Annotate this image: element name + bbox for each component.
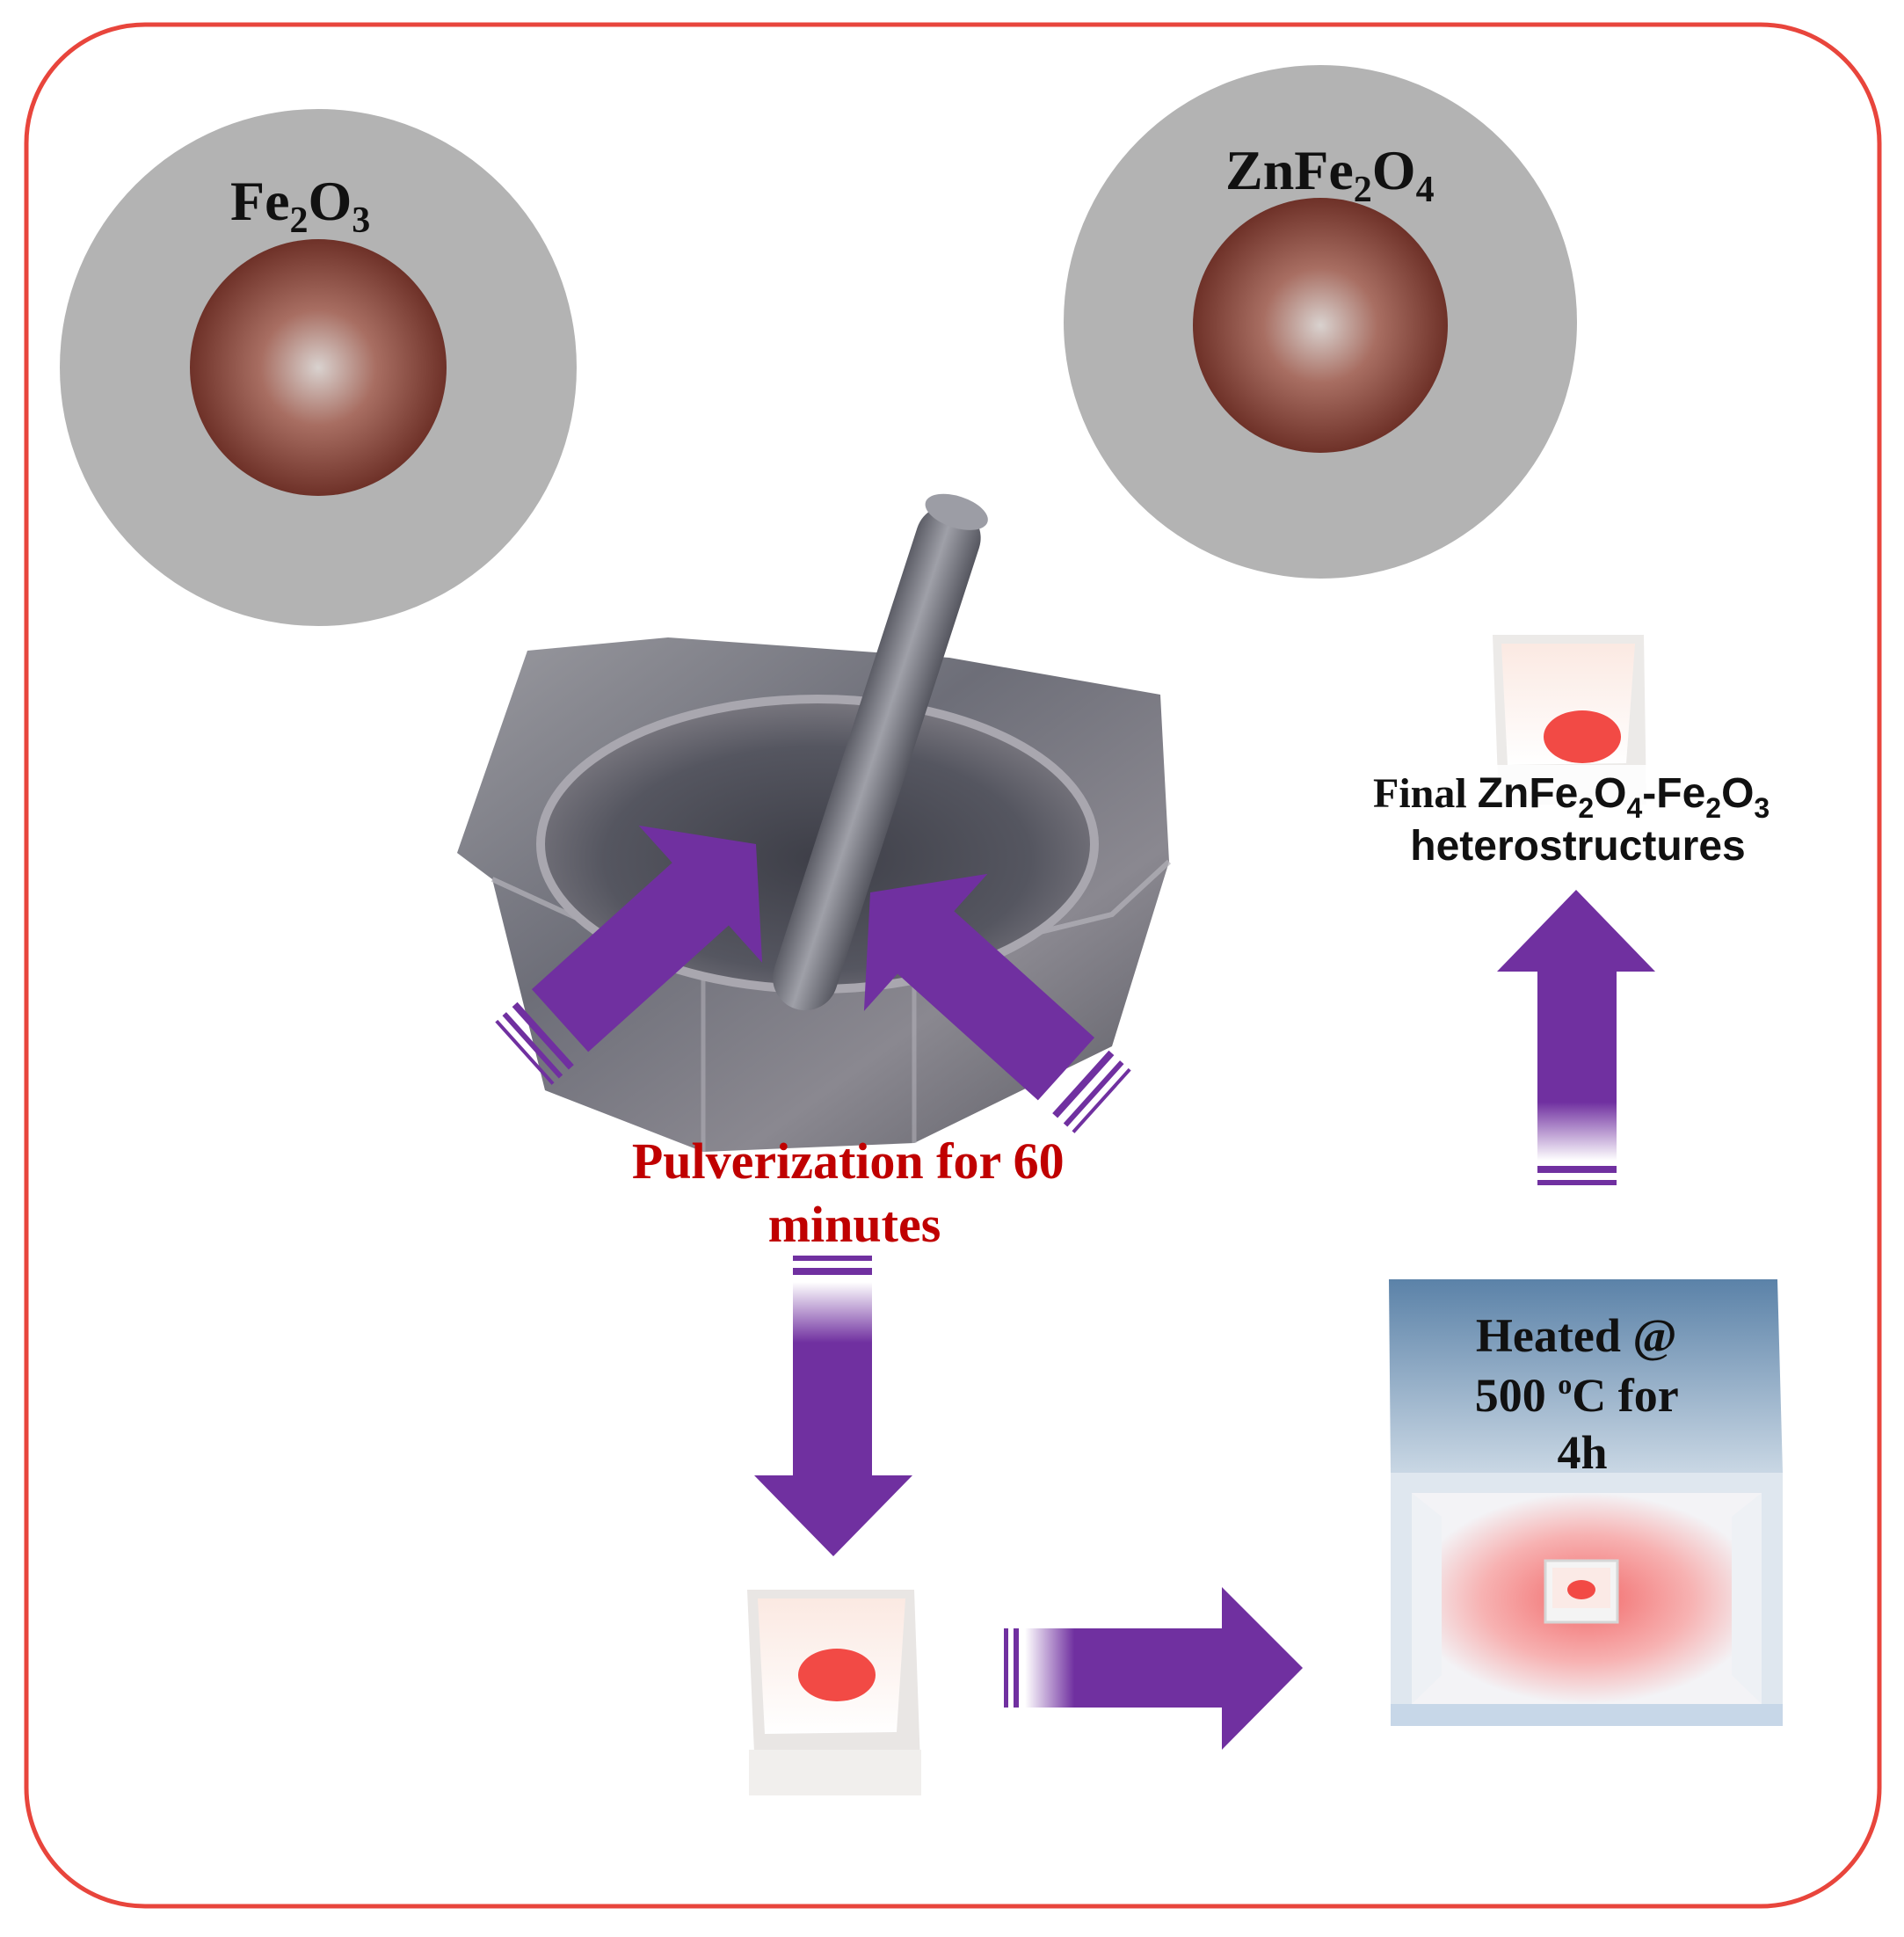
- arrow-mortar-to-crucible: [754, 1256, 912, 1556]
- mixed-powder-sample: [798, 1649, 876, 1701]
- svg-text:Final ZnFe2O4-Fe2O3: Final ZnFe2O4-Fe2O3: [1373, 770, 1770, 824]
- znfe2o4-core: [1193, 198, 1448, 453]
- crucible-mixed-powder: [747, 1590, 921, 1795]
- znfe2o4-label: ZnFe2O4: [1225, 139, 1435, 210]
- fe2o3-label: Fe2O3: [230, 170, 370, 241]
- arrow-furnace-to-final: [1497, 890, 1655, 1185]
- furnace-sample: [1567, 1580, 1595, 1599]
- znfe2o4-particle: ZnFe2O4: [1064, 65, 1577, 579]
- svg-text:heterostructures: heterostructures: [1410, 823, 1745, 870]
- arrow-crucible-to-furnace: [1004, 1587, 1303, 1750]
- fe2o3-particle: Fe2O3: [60, 109, 577, 626]
- arrow-znfe2o4-to-mortar: [863, 873, 1131, 1133]
- final-product-sample: [1544, 710, 1621, 763]
- arrow-fe2o3-to-mortar: [495, 825, 763, 1085]
- furnace-crucible: [1544, 1559, 1619, 1624]
- pulverization-label: Pulverization for 60 minutes: [632, 1132, 1077, 1253]
- furnace: Heated @ 500 oC for 4h: [1389, 1279, 1783, 1726]
- crucible-final-product: [1493, 635, 1646, 805]
- final-label: Final ZnFe2O4-Fe2O3 heterostructures: [1371, 765, 1784, 879]
- fe2o3-core: [190, 239, 447, 496]
- heating-label: Heated @ 500 oC for 4h: [1475, 1309, 1690, 1479]
- pestle: [773, 493, 988, 1011]
